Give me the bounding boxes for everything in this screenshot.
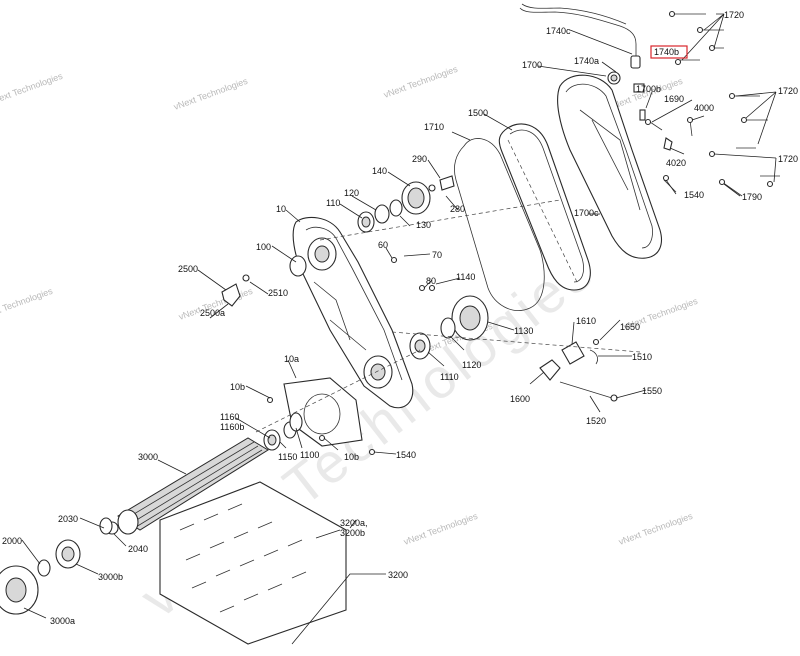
leader-lines <box>21 13 777 645</box>
watermark-text: vNext Technologies <box>172 76 249 112</box>
label-1100: 1100 <box>300 450 319 460</box>
label-1140: 1140 <box>456 272 475 282</box>
label-2030: 2030 <box>58 514 78 524</box>
label-1720: 1720 <box>778 154 798 164</box>
label-70: 70 <box>432 250 442 260</box>
label-290: 290 <box>412 154 427 164</box>
label-1120: 1120 <box>462 360 481 370</box>
label-1500: 1500 <box>468 108 488 118</box>
label-10b: 10b <box>344 452 359 462</box>
label-1520: 1520 <box>586 416 606 426</box>
label-1700c: 1700c <box>574 208 599 218</box>
bearing-set-1160 <box>263 412 376 456</box>
label-1650: 1650 <box>620 322 640 332</box>
label-3000: 3000 <box>138 452 158 462</box>
label-140: 140 <box>372 166 387 176</box>
label-1720: 1720 <box>724 10 744 20</box>
sprocket-assembly-140 <box>357 175 455 264</box>
label-1550: 1550 <box>642 386 662 396</box>
label-3200: 3200 <box>388 570 408 580</box>
label-1540: 1540 <box>684 190 704 200</box>
label-1610: 1610 <box>576 316 596 326</box>
label-1540: 1540 <box>396 450 416 460</box>
label-3200b: 3200b <box>340 528 365 538</box>
watermark-text: vNext Technologies <box>617 511 694 547</box>
label-2510: 2510 <box>268 288 288 298</box>
label-100: 100 <box>256 242 271 252</box>
label-10b: 10b <box>230 382 245 392</box>
label-1700: 1700 <box>522 60 542 70</box>
label-1160: 1160 <box>220 412 239 422</box>
seal-flange-group <box>0 517 113 615</box>
watermark-text: vNext Technologies <box>0 71 64 107</box>
label-1740b[interactable]: 1740b <box>654 47 679 57</box>
label-60: 60 <box>378 240 388 250</box>
label-4020: 4020 <box>666 158 686 168</box>
label-2000: 2000 <box>2 536 22 546</box>
label-280: 280 <box>450 204 465 214</box>
label-1600: 1600 <box>510 394 530 404</box>
label-1740c: 1740c <box>546 26 571 36</box>
gasket-1710 <box>454 138 545 311</box>
tensioner-assembly-1600 <box>539 338 618 402</box>
label-1160b: 1160b <box>220 422 244 432</box>
watermark-text: vNext Technologies <box>402 511 479 547</box>
label-2500: 2500 <box>178 264 198 274</box>
label-3000b: 3000b <box>98 572 123 582</box>
label-10a: 10a <box>284 354 299 364</box>
label-2040: 2040 <box>128 544 148 554</box>
watermark-text: vNext Technologies <box>0 286 54 322</box>
label-3200a: 3200a, <box>340 518 368 528</box>
label-120: 120 <box>344 188 359 198</box>
label-1150: 1150 <box>278 452 297 462</box>
label-1110: 1110 <box>440 372 459 382</box>
traction-plate-3200 <box>159 481 347 645</box>
label-1510: 1510 <box>632 352 652 362</box>
label-110: 110 <box>326 198 340 208</box>
label-1740a: 1740a <box>574 56 599 66</box>
label-1700b: 1700b <box>636 84 661 94</box>
label-130: 130 <box>416 220 431 230</box>
label-2500a: 2500a <box>200 308 225 318</box>
drive-shaft-3000 <box>105 437 269 535</box>
watermark-text: vNext Technologies <box>382 64 459 100</box>
label-1790: 1790 <box>742 192 762 202</box>
label-1690: 1690 <box>664 94 684 104</box>
sensor-cable-1740c <box>519 3 641 69</box>
drive-chain-1500 <box>498 123 591 291</box>
label-10: 10 <box>276 204 286 214</box>
label-1710: 1710 <box>424 122 444 132</box>
chaincase-housing-10 <box>289 216 414 409</box>
chaincase-cover-1700 <box>557 71 663 259</box>
part-labels: 1720 1740c 1740b 1740a 1700 1700b 1690 4… <box>2 10 798 626</box>
bolt-group-1720-top <box>668 10 724 66</box>
label-1720: 1720 <box>778 86 798 96</box>
label-3000a: 3000a <box>50 616 75 626</box>
bracket-2500 <box>221 274 250 307</box>
highlighted-part-box <box>650 45 688 59</box>
plate-10a <box>266 377 363 447</box>
label-80: 80 <box>426 276 436 286</box>
label-1130: 1130 <box>514 326 533 336</box>
label-4000: 4000 <box>694 103 714 113</box>
